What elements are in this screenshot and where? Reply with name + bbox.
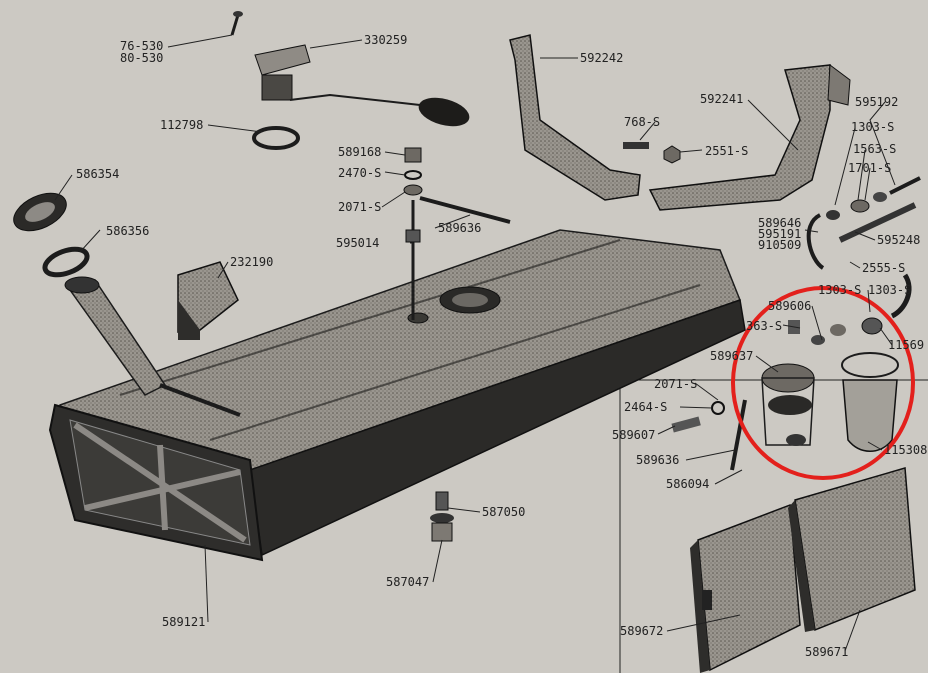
label-589637: 589637 (710, 349, 753, 363)
strap-nut (663, 145, 681, 164)
label-589607: 589607 (612, 428, 655, 442)
label-589606: 589606 (768, 299, 811, 313)
label-587050: 587050 (482, 505, 525, 519)
label-586094: 586094 (666, 477, 709, 491)
fuel-gauge-sender (254, 44, 470, 127)
label-589121: 589121 (162, 615, 205, 629)
shield-panel-left (690, 503, 801, 673)
label-1303-s-right: 1303-S (868, 283, 911, 297)
label-2071-s-top: 2071-S (338, 200, 381, 214)
label-2464-s: 2464-S (624, 400, 667, 414)
fuel-filter (671, 317, 883, 471)
label-363-s: 363-S (746, 319, 782, 333)
label-910509: 910509 (758, 238, 801, 252)
label-1303-s-top: 1303-S (851, 120, 894, 134)
leader-lines (54, 34, 896, 652)
label-2071-s-filter: 2071-S (654, 377, 697, 391)
label-589646: 589646 (758, 216, 801, 230)
label-11569: 11569 (888, 338, 924, 352)
label-595248: 595248 (877, 233, 920, 247)
label-2555-s: 2555-S (862, 261, 905, 275)
label-112798: 112798 (160, 118, 203, 132)
shield-panel-right (788, 467, 916, 632)
label-1563-s: 1563-S (853, 142, 896, 156)
fuel-line-fittings (806, 176, 921, 319)
label-1701-s: 1701-S (848, 161, 891, 175)
outlet-fitting-assembly (403, 147, 511, 320)
label-2551-s: 2551-S (705, 144, 748, 158)
strap-bolt (623, 142, 649, 149)
label-589672: 589672 (620, 624, 663, 638)
drain-plug (430, 491, 454, 542)
label-589168: 589168 (338, 145, 381, 159)
label-115308: 115308 (884, 443, 927, 457)
label-592241: 592241 (700, 92, 743, 106)
label-586354: 586354 (76, 167, 119, 181)
sender-screw (230, 11, 243, 36)
label-589671: 589671 (805, 645, 848, 659)
label-589636-top: 589636 (438, 221, 481, 235)
hanger-strap-rear (648, 64, 851, 211)
filter-bowl (841, 352, 899, 452)
label-595014: 595014 (336, 236, 379, 250)
label-595191: 595191 (758, 227, 801, 241)
filler-gasket (42, 246, 90, 278)
label-768-s: 768-S (624, 115, 660, 129)
label-592242: 592242 (580, 51, 623, 65)
label-80-530: 80-530 (120, 51, 163, 65)
label-586356: 586356 (106, 224, 149, 238)
label-330259: 330259 (364, 33, 407, 47)
label-1303-s-mid: 1303-S (818, 283, 861, 297)
hanger-strap-front (509, 34, 641, 201)
label-2470-s: 2470-S (338, 166, 381, 180)
filler-neck (64, 276, 241, 417)
label-589636-filter: 589636 (636, 453, 679, 467)
tank-bracket (177, 261, 239, 340)
filler-cap (13, 192, 67, 232)
label-595192: 595192 (855, 95, 898, 109)
label-76-530: 76-530 (120, 39, 163, 53)
highlight-circle (731, 286, 915, 480)
fuel-tank (48, 229, 746, 562)
sender-gasket (252, 126, 300, 150)
part-labels: 76-530 80-530 330259 112798 592242 59224… (76, 33, 927, 659)
label-232190: 232190 (230, 255, 273, 269)
label-587047: 587047 (386, 575, 429, 589)
